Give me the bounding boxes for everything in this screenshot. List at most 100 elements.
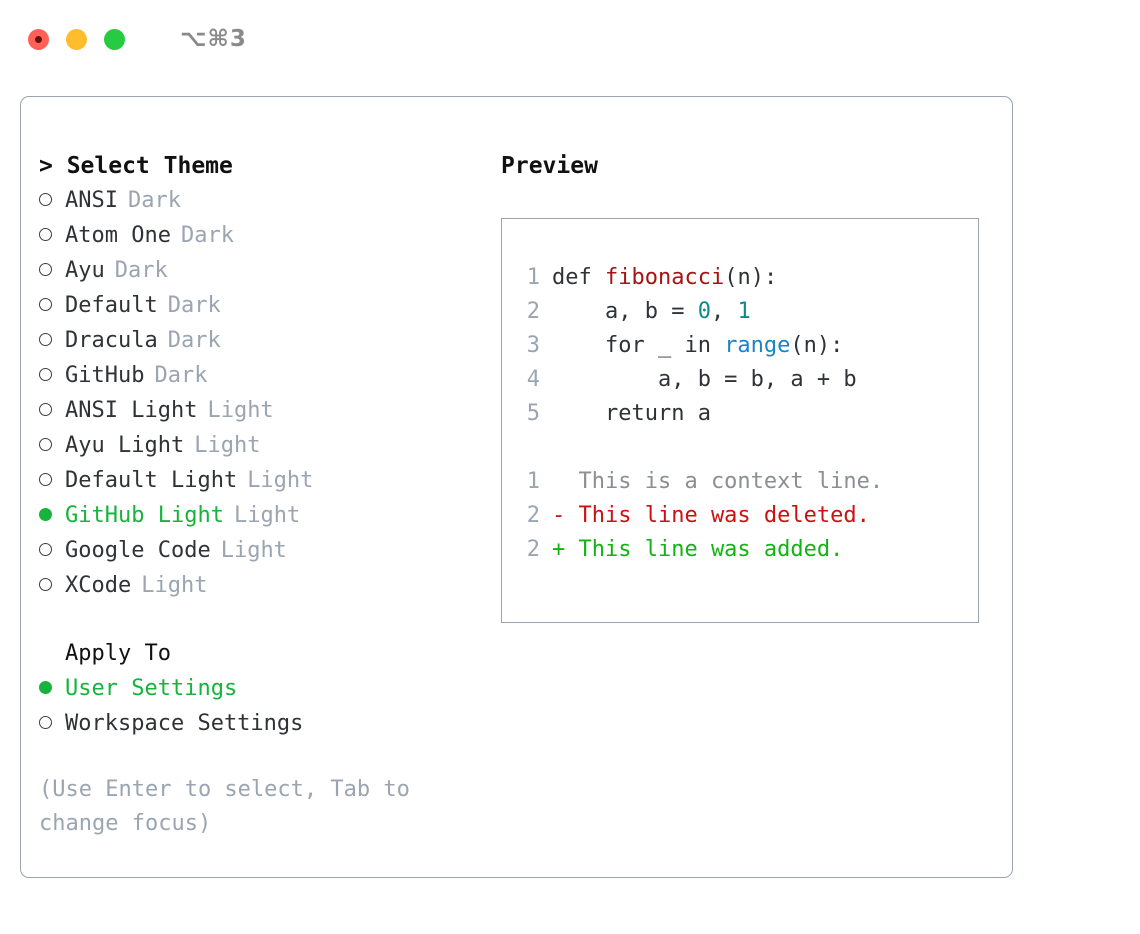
- code-token: fibonacci: [604, 265, 725, 290]
- theme-list-item[interactable]: Dracula Dark: [39, 323, 479, 358]
- radio-unselected-icon: [39, 533, 65, 567]
- theme-variant-tag: Light: [194, 433, 261, 458]
- code-line-number: 5: [526, 401, 540, 426]
- theme-variant-tag: Dark: [114, 258, 168, 283]
- theme-name: Ayu Light: [65, 433, 185, 458]
- radio-unselected-icon: [39, 218, 65, 252]
- code-line: 4 a, b = b, a + b: [516, 363, 970, 397]
- theme-list-item[interactable]: Ayu Dark: [39, 253, 479, 288]
- theme-list-item[interactable]: Google Code Light: [39, 533, 479, 568]
- theme-name: Default: [65, 293, 158, 318]
- theme-list-item[interactable]: Atom One Dark: [39, 218, 479, 253]
- radio-unselected-icon: [39, 183, 65, 217]
- close-button[interactable]: [28, 28, 49, 50]
- code-token: range: [724, 333, 791, 358]
- theme-variant-tag: Dark: [180, 223, 234, 248]
- theme-list-item[interactable]: GitHub Light Light: [39, 498, 479, 533]
- theme-variant-tag: Dark: [154, 363, 208, 388]
- code-token: def: [552, 265, 605, 290]
- theme-variant-tag: Light: [233, 503, 301, 528]
- theme-list-item[interactable]: Ayu Light Light: [39, 428, 479, 463]
- theme-variant-tag: Dark: [167, 293, 221, 318]
- diff-sample: 1 This is a context line. 2 - This line wa…: [516, 465, 970, 567]
- code-line-content: def fibonacci(n):: [552, 261, 777, 295]
- code-line-content: return a: [552, 397, 711, 431]
- maximize-button[interactable]: [104, 28, 125, 50]
- theme-variant-tag: Light: [247, 468, 314, 493]
- code-token: 1: [737, 299, 751, 324]
- diff-line-number: 2: [526, 537, 540, 562]
- keyboard-shortcut-label: ⌥⌘3: [180, 26, 247, 52]
- theme-name: Google Code: [65, 538, 211, 563]
- theme-variant-tag: Dark: [167, 328, 221, 353]
- diff-line-content: This is a context line.: [552, 469, 884, 494]
- diff-line: 1 This is a context line.: [516, 465, 970, 499]
- theme-name: Atom One: [65, 223, 171, 248]
- diff-line: 2 + This line was added.: [516, 533, 970, 567]
- code-line-content: a, b = b, a + b: [552, 363, 857, 397]
- keyboard-hint-text: (Use Enter to select, Tab to change focu…: [39, 777, 410, 836]
- code-line-number: 1: [526, 265, 540, 290]
- apply-to-option-label: User Settings: [65, 676, 238, 701]
- code-line-number: 3: [526, 333, 540, 358]
- code-token: return a: [552, 401, 711, 426]
- radio-unselected-icon: [39, 706, 65, 740]
- radio-selected-icon: [39, 498, 65, 532]
- radio-unselected-icon: [39, 288, 65, 322]
- radio-unselected-icon: [39, 428, 65, 462]
- code-token: for _ in: [552, 333, 725, 358]
- theme-list-item[interactable]: Default Light Light: [39, 463, 479, 498]
- theme-variant-tag: Light: [141, 573, 208, 598]
- preview-title: Preview: [501, 153, 598, 179]
- select-theme-header: > Select Theme: [39, 153, 233, 179]
- theme-name: GitHub Light: [65, 503, 224, 528]
- code-token: ,: [710, 299, 738, 324]
- theme-list-item[interactable]: ANSI Light Light: [39, 393, 479, 428]
- theme-list-item[interactable]: Default Dark: [39, 288, 479, 323]
- radio-unselected-icon: [39, 358, 65, 392]
- code-line-content: for _ in range(n):: [552, 329, 843, 363]
- traffic-lights: [28, 28, 125, 50]
- code-line: 1 def fibonacci(n):: [516, 261, 970, 295]
- minimize-button[interactable]: [66, 28, 87, 50]
- code-token: 0: [697, 299, 711, 324]
- apply-to-option[interactable]: User Settings: [39, 671, 479, 706]
- code-token: (n):: [724, 265, 778, 290]
- theme-variant-tag: Light: [220, 538, 287, 563]
- diff-line: 2 - This line was deleted.: [516, 499, 970, 533]
- code-line: 3 for _ in range(n):: [516, 329, 970, 363]
- diff-line-content: + This line was added.: [552, 537, 844, 562]
- theme-name: ANSI: [65, 188, 118, 213]
- theme-name: GitHub: [65, 363, 145, 388]
- apply-to-option[interactable]: Workspace Settings: [39, 706, 479, 741]
- code-token: (n):: [790, 333, 844, 358]
- theme-name: Ayu: [65, 258, 105, 283]
- diff-line-number: 2: [526, 503, 540, 528]
- code-token: a, b = b, a + b: [552, 367, 857, 392]
- code-line-number: 2: [526, 299, 540, 324]
- radio-unselected-icon: [39, 253, 65, 287]
- radio-selected-icon: [39, 671, 65, 705]
- title-bar: ⌥⌘3: [0, 0, 1140, 78]
- theme-name: Default Light: [65, 468, 238, 493]
- theme-name: ANSI Light: [65, 398, 198, 423]
- code-line: 2 a, b = 0, 1: [516, 295, 970, 329]
- diff-line-number: 1: [526, 469, 540, 494]
- theme-variant-tag: Light: [207, 398, 274, 423]
- theme-name: Dracula: [65, 328, 158, 353]
- diff-line-content: - This line was deleted.: [552, 503, 870, 528]
- theme-list-item[interactable]: GitHub Dark: [39, 358, 479, 393]
- code-line-content: a, b = 0, 1: [552, 295, 751, 329]
- code-token: a, b =: [552, 299, 698, 324]
- apply-to-title: Apply To: [65, 641, 171, 666]
